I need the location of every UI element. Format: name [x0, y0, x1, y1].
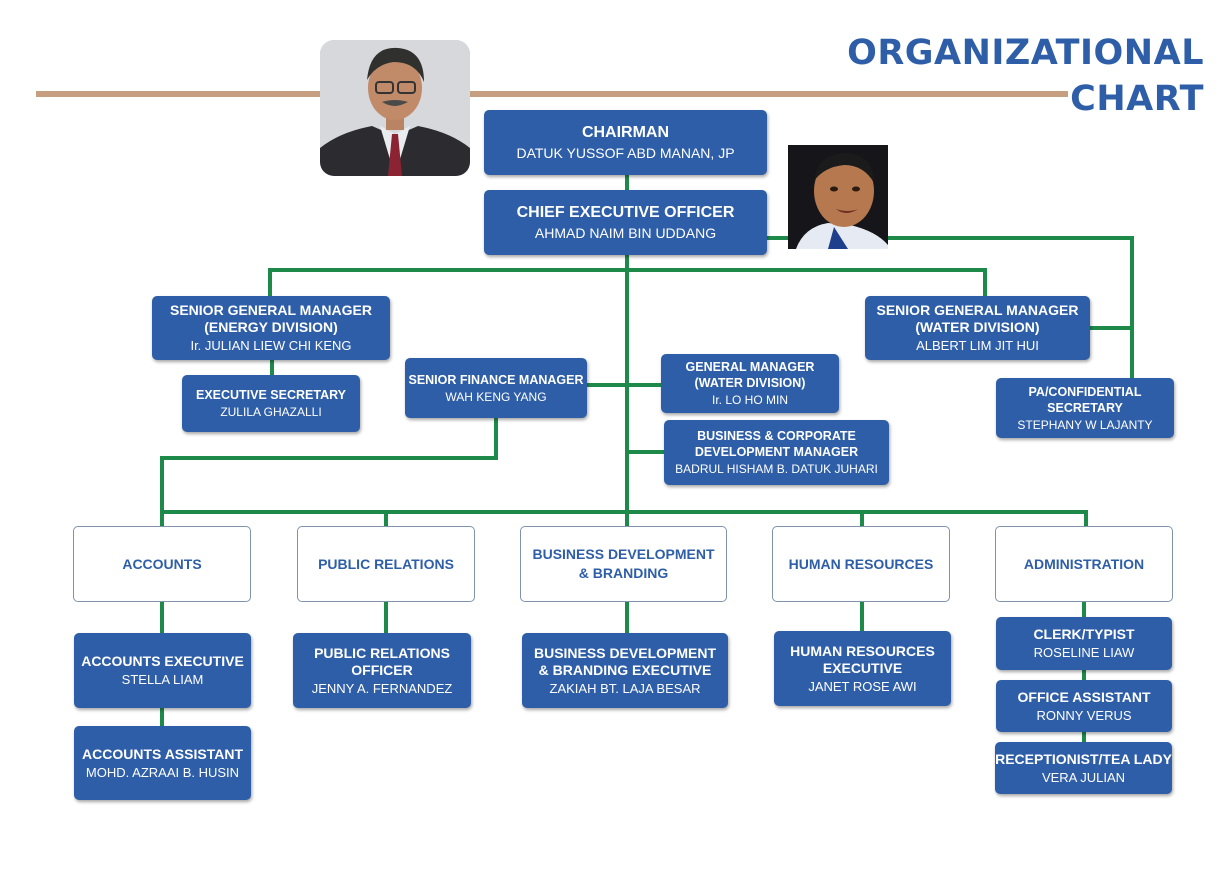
dept-administration: ADMINISTRATION: [995, 526, 1173, 602]
connector-pa-secretary: [764, 236, 1134, 380]
exec-secretary-role: EXECUTIVE SECRETARY: [195, 388, 347, 402]
office-assistant-role: OFFICE ASSISTANT: [1017, 688, 1151, 705]
accounts-executive-name: STELLA LIAM: [121, 672, 204, 687]
accounts-assistant-role: ACCOUNTS ASSISTANT: [82, 745, 243, 762]
ceo-name: AHMAD NAIM BIN UDDANG: [534, 224, 717, 241]
connector-finance-accounts: [160, 416, 498, 528]
chairman-role: CHAIRMAN: [581, 123, 670, 141]
dept-public-relations: PUBLIC RELATIONS: [297, 526, 475, 602]
bcd-manager-name: BADRUL HISHAM B. DATUK JUHARI: [675, 462, 878, 476]
sgm-water-role: SENIOR GENERAL MANAGER (WATER DIVISION): [876, 302, 1079, 335]
pa-secretary-role: PA/CONFIDENTIAL SECRETARY: [1028, 384, 1142, 415]
bcd-manager-box: BUSINESS & CORPORATE DEVELOPMENT MANAGER…: [664, 420, 889, 485]
chart-title-line1: ORGANIZATIONAL: [847, 33, 1204, 73]
accounts-executive-role: ACCOUNTS EXECUTIVE: [81, 653, 244, 669]
pr-officer-name: JENNY A. FERNANDEZ: [311, 680, 453, 696]
finance-manager-box: SENIOR FINANCE MANAGER WAH KENG YANG: [405, 358, 587, 418]
gm-water-role: GENERAL MANAGER (WATER DIVISION): [685, 360, 815, 390]
chairman-name: DATUK YUSSOF ABD MANAN, JP: [516, 144, 735, 161]
dept-accounts: ACCOUNTS: [73, 526, 251, 602]
gm-water-name: Ir. LO HO MIN: [711, 393, 788, 407]
finance-manager-role: SENIOR FINANCE MANAGER: [408, 372, 584, 387]
accounts-executive-box: ACCOUNTS EXECUTIVE STELLA LIAM: [74, 633, 251, 708]
receptionist-box: RECEPTIONIST/TEA LADY VERA JULIAN: [995, 742, 1172, 794]
office-assistant-name: RONNY VERUS: [1036, 707, 1132, 723]
bcd-manager-role: BUSINESS & CORPORATE DEVELOPMENT MANAGER: [694, 429, 859, 459]
chairman-photo: [320, 40, 470, 176]
dept-human-resources: HUMAN RESOURCES: [772, 526, 950, 602]
bd-executive-box: BUSINESS DEVELOPMENT & BRANDING EXECUTIV…: [522, 633, 728, 708]
ceo-role: CHIEF EXECUTIVE OFFICER: [516, 203, 735, 221]
accounts-assistant-box: ACCOUNTS ASSISTANT MOHD. AZRAAI B. HUSIN: [74, 726, 251, 800]
bd-executive-role: BUSINESS DEVELOPMENT & BRANDING EXECUTIV…: [533, 644, 717, 678]
receptionist-name: VERA JULIAN: [1041, 769, 1126, 785]
pa-secretary-name: STEPHANY W LAJANTY: [1017, 417, 1153, 432]
sgm-water-name: ALBERT LIM JIT HUI: [916, 338, 1039, 353]
dept-business-development: BUSINESS DEVELOPMENT & BRANDING: [520, 526, 727, 602]
ceo-photo: [788, 145, 888, 249]
ceo-box: CHIEF EXECUTIVE OFFICER AHMAD NAIM BIN U…: [484, 190, 767, 255]
pa-secretary-box: PA/CONFIDENTIAL SECRETARY STEPHANY W LAJ…: [996, 378, 1174, 438]
receptionist-role: RECEPTIONIST/TEA LADY: [995, 750, 1172, 767]
clerk-box: CLERK/TYPIST ROSELINE LIAW: [996, 617, 1172, 670]
pr-officer-box: PUBLIC RELATIONS OFFICER JENNY A. FERNAN…: [293, 633, 471, 708]
hr-executive-box: HUMAN RESOURCES EXECUTIVE JANET ROSE AWI: [774, 631, 951, 706]
finance-manager-name: WAH KENG YANG: [445, 389, 547, 404]
header-rule: [36, 91, 1068, 97]
exec-secretary-name: ZULILA GHAZALLI: [220, 405, 322, 419]
exec-secretary-box: EXECUTIVE SECRETARY ZULILA GHAZALLI: [182, 375, 360, 432]
chart-title: ORGANIZATIONAL CHART: [847, 30, 1204, 122]
hr-executive-name: JANET ROSE AWI: [808, 678, 917, 694]
sgm-energy-name: Ir. JULIAN LIEW CHI KENG: [190, 338, 352, 353]
sgm-water-box: SENIOR GENERAL MANAGER (WATER DIVISION) …: [865, 296, 1090, 360]
chairman-box: CHAIRMAN DATUK YUSSOF ABD MANAN, JP: [484, 110, 767, 175]
office-assistant-box: OFFICE ASSISTANT RONNY VERUS: [996, 680, 1172, 732]
sgm-energy-role: SENIOR GENERAL MANAGER (ENERGY DIVISION): [170, 302, 372, 335]
bd-executive-name: ZAKIAH BT. LAJA BESAR: [549, 680, 701, 696]
accounts-assistant-name: MOHD. AZRAAI B. HUSIN: [85, 764, 240, 780]
chart-title-line2: CHART: [1070, 79, 1204, 119]
clerk-role: CLERK/TYPIST: [1033, 626, 1135, 642]
gm-water-box: GENERAL MANAGER (WATER DIVISION) Ir. LO …: [661, 354, 839, 413]
sgm-energy-box: SENIOR GENERAL MANAGER (ENERGY DIVISION)…: [152, 296, 390, 360]
hr-executive-role: HUMAN RESOURCES EXECUTIVE: [790, 642, 935, 676]
pr-officer-role: PUBLIC RELATIONS OFFICER: [314, 644, 450, 678]
clerk-name: ROSELINE LIAW: [1033, 645, 1135, 660]
